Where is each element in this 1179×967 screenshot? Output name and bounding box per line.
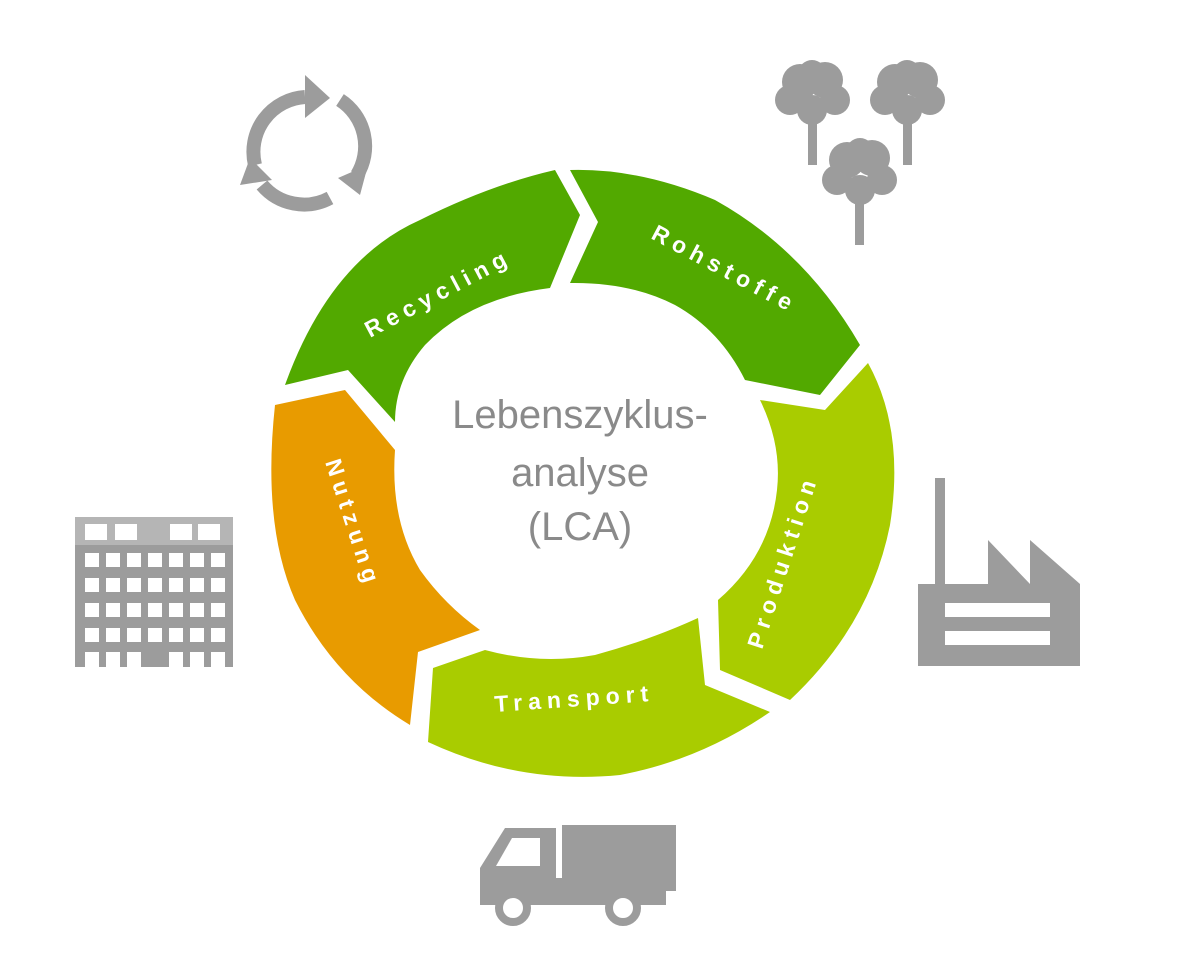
factory-icon: [918, 478, 1080, 666]
segment-rohstoffe: [570, 169, 860, 395]
segment-produktion: [718, 363, 895, 700]
truck-icon: [480, 825, 676, 926]
center-title-line2: analyse: [511, 451, 649, 495]
trees-icon: [775, 60, 945, 245]
building-icon: [75, 517, 233, 667]
recycle-arrows-icon: [240, 75, 373, 212]
cycle-ring: [271, 169, 895, 777]
segment-recycling: [285, 170, 580, 422]
center-title-line1: Lebenszyklus-: [452, 393, 708, 437]
segment-nutzung: [271, 390, 480, 725]
center-title-line3: (LCA): [528, 505, 632, 549]
segment-transport: [428, 618, 770, 777]
